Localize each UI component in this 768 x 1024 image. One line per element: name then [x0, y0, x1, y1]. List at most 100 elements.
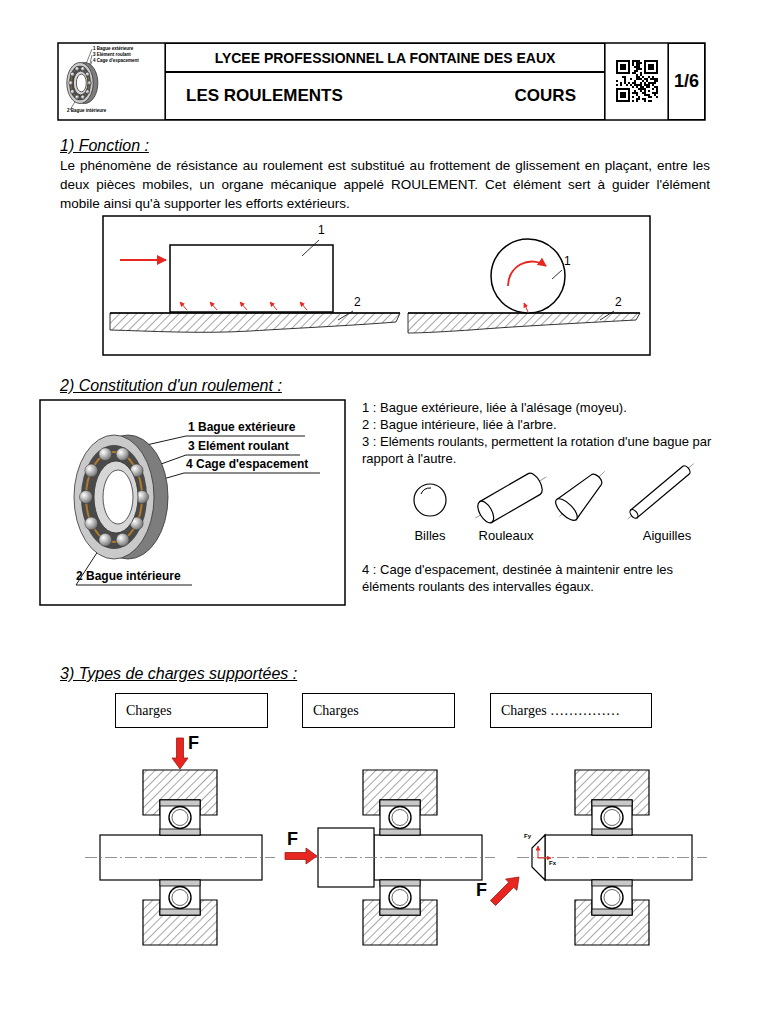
title-cell: LES ROULEMENTSCOURS: [165, 72, 605, 120]
qr-module: [622, 68, 624, 70]
qr-module: [636, 64, 638, 66]
bearing-photo-frame: [40, 400, 345, 605]
qr-module: [644, 68, 646, 70]
qr-module: [650, 68, 652, 70]
bearing-section: [604, 810, 620, 826]
qr-module: [622, 94, 624, 96]
qr-module: [644, 92, 646, 94]
qr-module: [640, 86, 642, 88]
qr-module: [648, 66, 650, 68]
bearing-section: [160, 829, 200, 835]
qr-module: [656, 96, 658, 98]
needle-icon: [628, 464, 694, 519]
cone-roller-icon: [549, 461, 614, 526]
sliding-block: [170, 245, 333, 312]
callout-number: 1: [564, 254, 571, 268]
qr-module: [634, 66, 636, 68]
ball-icon: [414, 484, 446, 516]
qr-module: [648, 84, 650, 86]
leader-line: [302, 240, 614, 320]
logo-bearing: [81, 95, 85, 99]
qr-module: [616, 68, 618, 70]
logo-bearing: [75, 95, 79, 99]
force-arrow: [270, 302, 277, 310]
qr-module: [624, 82, 626, 84]
description: 4 : Cage d'espacement, destinée à mainte…: [362, 561, 722, 595]
qr-module: [650, 82, 652, 84]
qr-module: [628, 98, 630, 100]
force-arrow: [180, 302, 187, 310]
qr-module: [634, 60, 636, 62]
qr-module: [634, 70, 636, 72]
qr-module: [628, 60, 630, 62]
qr-module: [636, 98, 638, 100]
logo-bearing: [71, 68, 89, 98]
qr-module: [620, 66, 622, 68]
qr-module: [632, 60, 634, 62]
bearing-section: [389, 807, 411, 829]
qr-module: [648, 68, 650, 70]
qr-module: [622, 88, 624, 90]
qr-module: [618, 60, 620, 62]
qr-module: [620, 88, 622, 90]
qr-module: [650, 100, 652, 102]
qr-module: [654, 60, 656, 62]
qr-module: [652, 78, 654, 80]
bearing-assembly: [85, 738, 275, 945]
qr-module: [626, 72, 628, 74]
qr-module: [630, 84, 632, 86]
qr-module: [648, 72, 650, 74]
qr-module: [620, 64, 622, 66]
qr-module: [628, 90, 630, 92]
qr-module: [622, 60, 624, 62]
qr-module: [640, 82, 642, 84]
qr-module: [646, 72, 648, 74]
qr-module: [628, 70, 630, 72]
bearing-section: [380, 880, 420, 915]
part-name: 3 Elément roulant: [188, 439, 289, 453]
bearing-section: [604, 890, 620, 906]
bearing-section: [592, 909, 632, 915]
qr-module: [648, 96, 650, 98]
qr-module: [620, 100, 622, 102]
leader-line: [338, 311, 353, 320]
qr-module: [640, 62, 642, 64]
logo-bearing: [69, 66, 91, 100]
bearing-section: [380, 800, 420, 835]
box-text: COURS: [515, 86, 576, 106]
roller-icon: [475, 499, 497, 526]
qr-module: [628, 66, 630, 68]
qr-module: [644, 94, 646, 96]
qr-module: [618, 72, 620, 74]
qr-module: [628, 72, 630, 74]
center-line: [305, 857, 495, 858]
qr-module: [654, 82, 656, 84]
qr-module: [616, 60, 618, 62]
bearing-section: [592, 880, 632, 886]
leader-line: [186, 436, 305, 437]
center-line: [85, 857, 275, 858]
logo-bearing: [67, 63, 93, 104]
qr-module: [656, 68, 658, 70]
qr-module: [638, 64, 640, 66]
rolling-cylinder: [491, 239, 565, 313]
bearing-section: [380, 909, 420, 915]
bearing-picture: [85, 464, 98, 477]
cone-roller-icon: [552, 495, 580, 523]
qr-module: [628, 82, 630, 84]
qr-module: [618, 88, 620, 90]
qr-module: [616, 64, 618, 66]
qr-module: [648, 94, 650, 96]
qr-module: [632, 100, 634, 102]
qr-module: [638, 76, 640, 78]
qr-module: [638, 68, 640, 70]
qr-module: [650, 66, 652, 68]
qr-module: [652, 88, 654, 90]
logo-bearing: [69, 81, 73, 85]
school-name-cell: LYCEE PROFESSIONNEL LA FONTAINE DES EAUX: [165, 43, 605, 72]
qr-module: [636, 66, 638, 68]
callout-number: 2: [354, 295, 361, 309]
bearing-section: [592, 880, 632, 915]
qr-module: [652, 68, 654, 70]
qr-module: [654, 78, 656, 80]
